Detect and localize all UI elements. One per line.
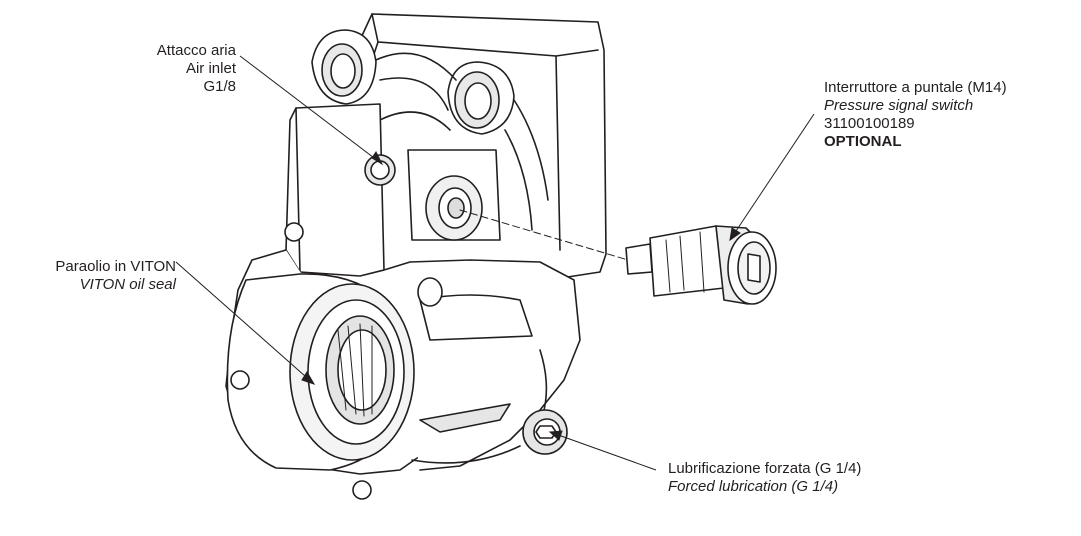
air-inlet-en: Air inlet: [185, 60, 236, 77]
oil-seal-label: Paraolio in VITON VITON oil seal: [4, 258, 176, 294]
oil-seal-leader: [175, 261, 315, 385]
switch-note: OPTIONAL: [824, 133, 902, 150]
flange-hole-1: [284, 222, 304, 242]
top-boss-left: [311, 29, 377, 105]
oil-seal-en: VITON oil seal: [79, 276, 176, 293]
lubrication-plug: [522, 409, 568, 455]
switch-code: 31100100189: [824, 115, 915, 132]
flange-hole-3: [352, 480, 372, 500]
lubrication-leader: [549, 431, 657, 471]
air-inlet-thread: G1/8: [203, 78, 236, 95]
flange-hole-2: [230, 370, 250, 390]
seal-flange: [226, 273, 415, 471]
switch-leader: [729, 113, 815, 241]
pressure-switch-label: Interruttore a puntale (M14) Pressure si…: [824, 79, 1007, 151]
lubrication-label: Lubrificazione forzata (G 1/4) Forced lu…: [668, 460, 861, 496]
switch-port: [407, 149, 501, 241]
oil-seal-it: Paraolio in VITON: [55, 258, 176, 275]
switch-en: Pressure signal switch: [824, 97, 974, 114]
air-inlet-leader: [239, 55, 383, 165]
lubrication-en: Forced lubrication (G 1/4): [668, 478, 839, 495]
pressure-switch-part: [625, 225, 777, 305]
top-boss-right: [447, 61, 515, 135]
air-inlet-label: Attacco aria Air inlet G1/8: [96, 42, 236, 96]
lubrication-it: Lubrificazione forzata (G 1/4): [668, 460, 862, 477]
air-inlet-it: Attacco aria: [156, 42, 236, 59]
air-inlet-port: [364, 154, 396, 186]
switch-it: Interruttore a puntale (M14): [824, 79, 1007, 96]
